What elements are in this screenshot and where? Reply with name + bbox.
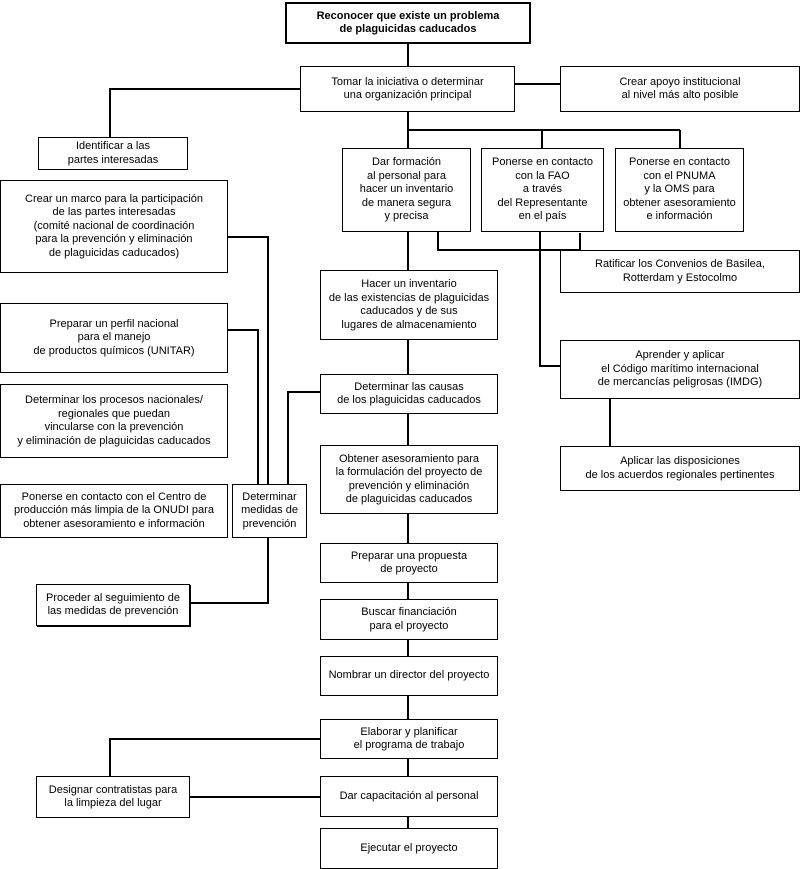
node-nombrar-director: Nombrar un director del proyecto bbox=[320, 656, 498, 696]
node-dar-capacitacion: Dar capacitación al personal bbox=[320, 776, 498, 817]
node-tomar-iniciativa: Tomar la iniciativa o determinar una org… bbox=[300, 66, 515, 112]
node-contacto-fao: Ponerse en contacto con la FAO a través … bbox=[481, 148, 604, 232]
node-ratificar-convenios: Ratificar los Convenios de Basilea, Rott… bbox=[560, 250, 800, 293]
node-determinar-causas: Determinar las causas de los plaguicidas… bbox=[320, 374, 498, 414]
node-elaborar-planificar: Elaborar y planificar el programa de tra… bbox=[320, 719, 498, 759]
node-identificar-partes: Identificar a las partes interesadas bbox=[38, 137, 188, 170]
node-contacto-onudi: Ponerse en contacto con el Centro de pro… bbox=[0, 484, 228, 538]
node-crear-marco: Crear un marco para la participación de … bbox=[0, 180, 228, 273]
node-ejecutar-proyecto: Ejecutar el proyecto bbox=[320, 828, 498, 869]
node-designar-contratistas: Designar contratistas para la limpieza d… bbox=[36, 776, 190, 818]
node-preparar-propuesta: Preparar una propuesta de proyecto bbox=[320, 543, 498, 583]
node-proceder-seguimiento: Proceder al seguimiento de las medidas d… bbox=[36, 584, 190, 626]
node-preparar-perfil: Preparar un perfil nacional para el mane… bbox=[0, 303, 228, 373]
node-crear-apoyo: Crear apoyo institucional al nivel más a… bbox=[560, 66, 800, 112]
node-determinar-procesos: Determinar los procesos nacionales/ regi… bbox=[0, 384, 228, 458]
node-buscar-financiacion: Buscar financiación para el proyecto bbox=[320, 599, 498, 640]
node-obtener-asesoramiento: Obtener asesoramiento para la formulació… bbox=[320, 445, 498, 514]
node-aprender-imdg: Aprender y aplicar el Código marítimo in… bbox=[560, 340, 800, 399]
node-determinar-medidas: Determinar medidas de prevención bbox=[232, 484, 307, 538]
node-reconocer-problema: Reconocer que existe un problema de plag… bbox=[285, 2, 531, 44]
node-aplicar-disposiciones: Aplicar las disposiciones de los acuerdo… bbox=[560, 446, 800, 491]
node-hacer-inventario: Hacer un inventario de las existencias d… bbox=[320, 270, 498, 340]
node-dar-formacion: Dar formación al personal para hacer un … bbox=[342, 148, 471, 232]
node-contacto-pnuma: Ponerse en contacto con el PNUMA y la OM… bbox=[615, 148, 744, 232]
